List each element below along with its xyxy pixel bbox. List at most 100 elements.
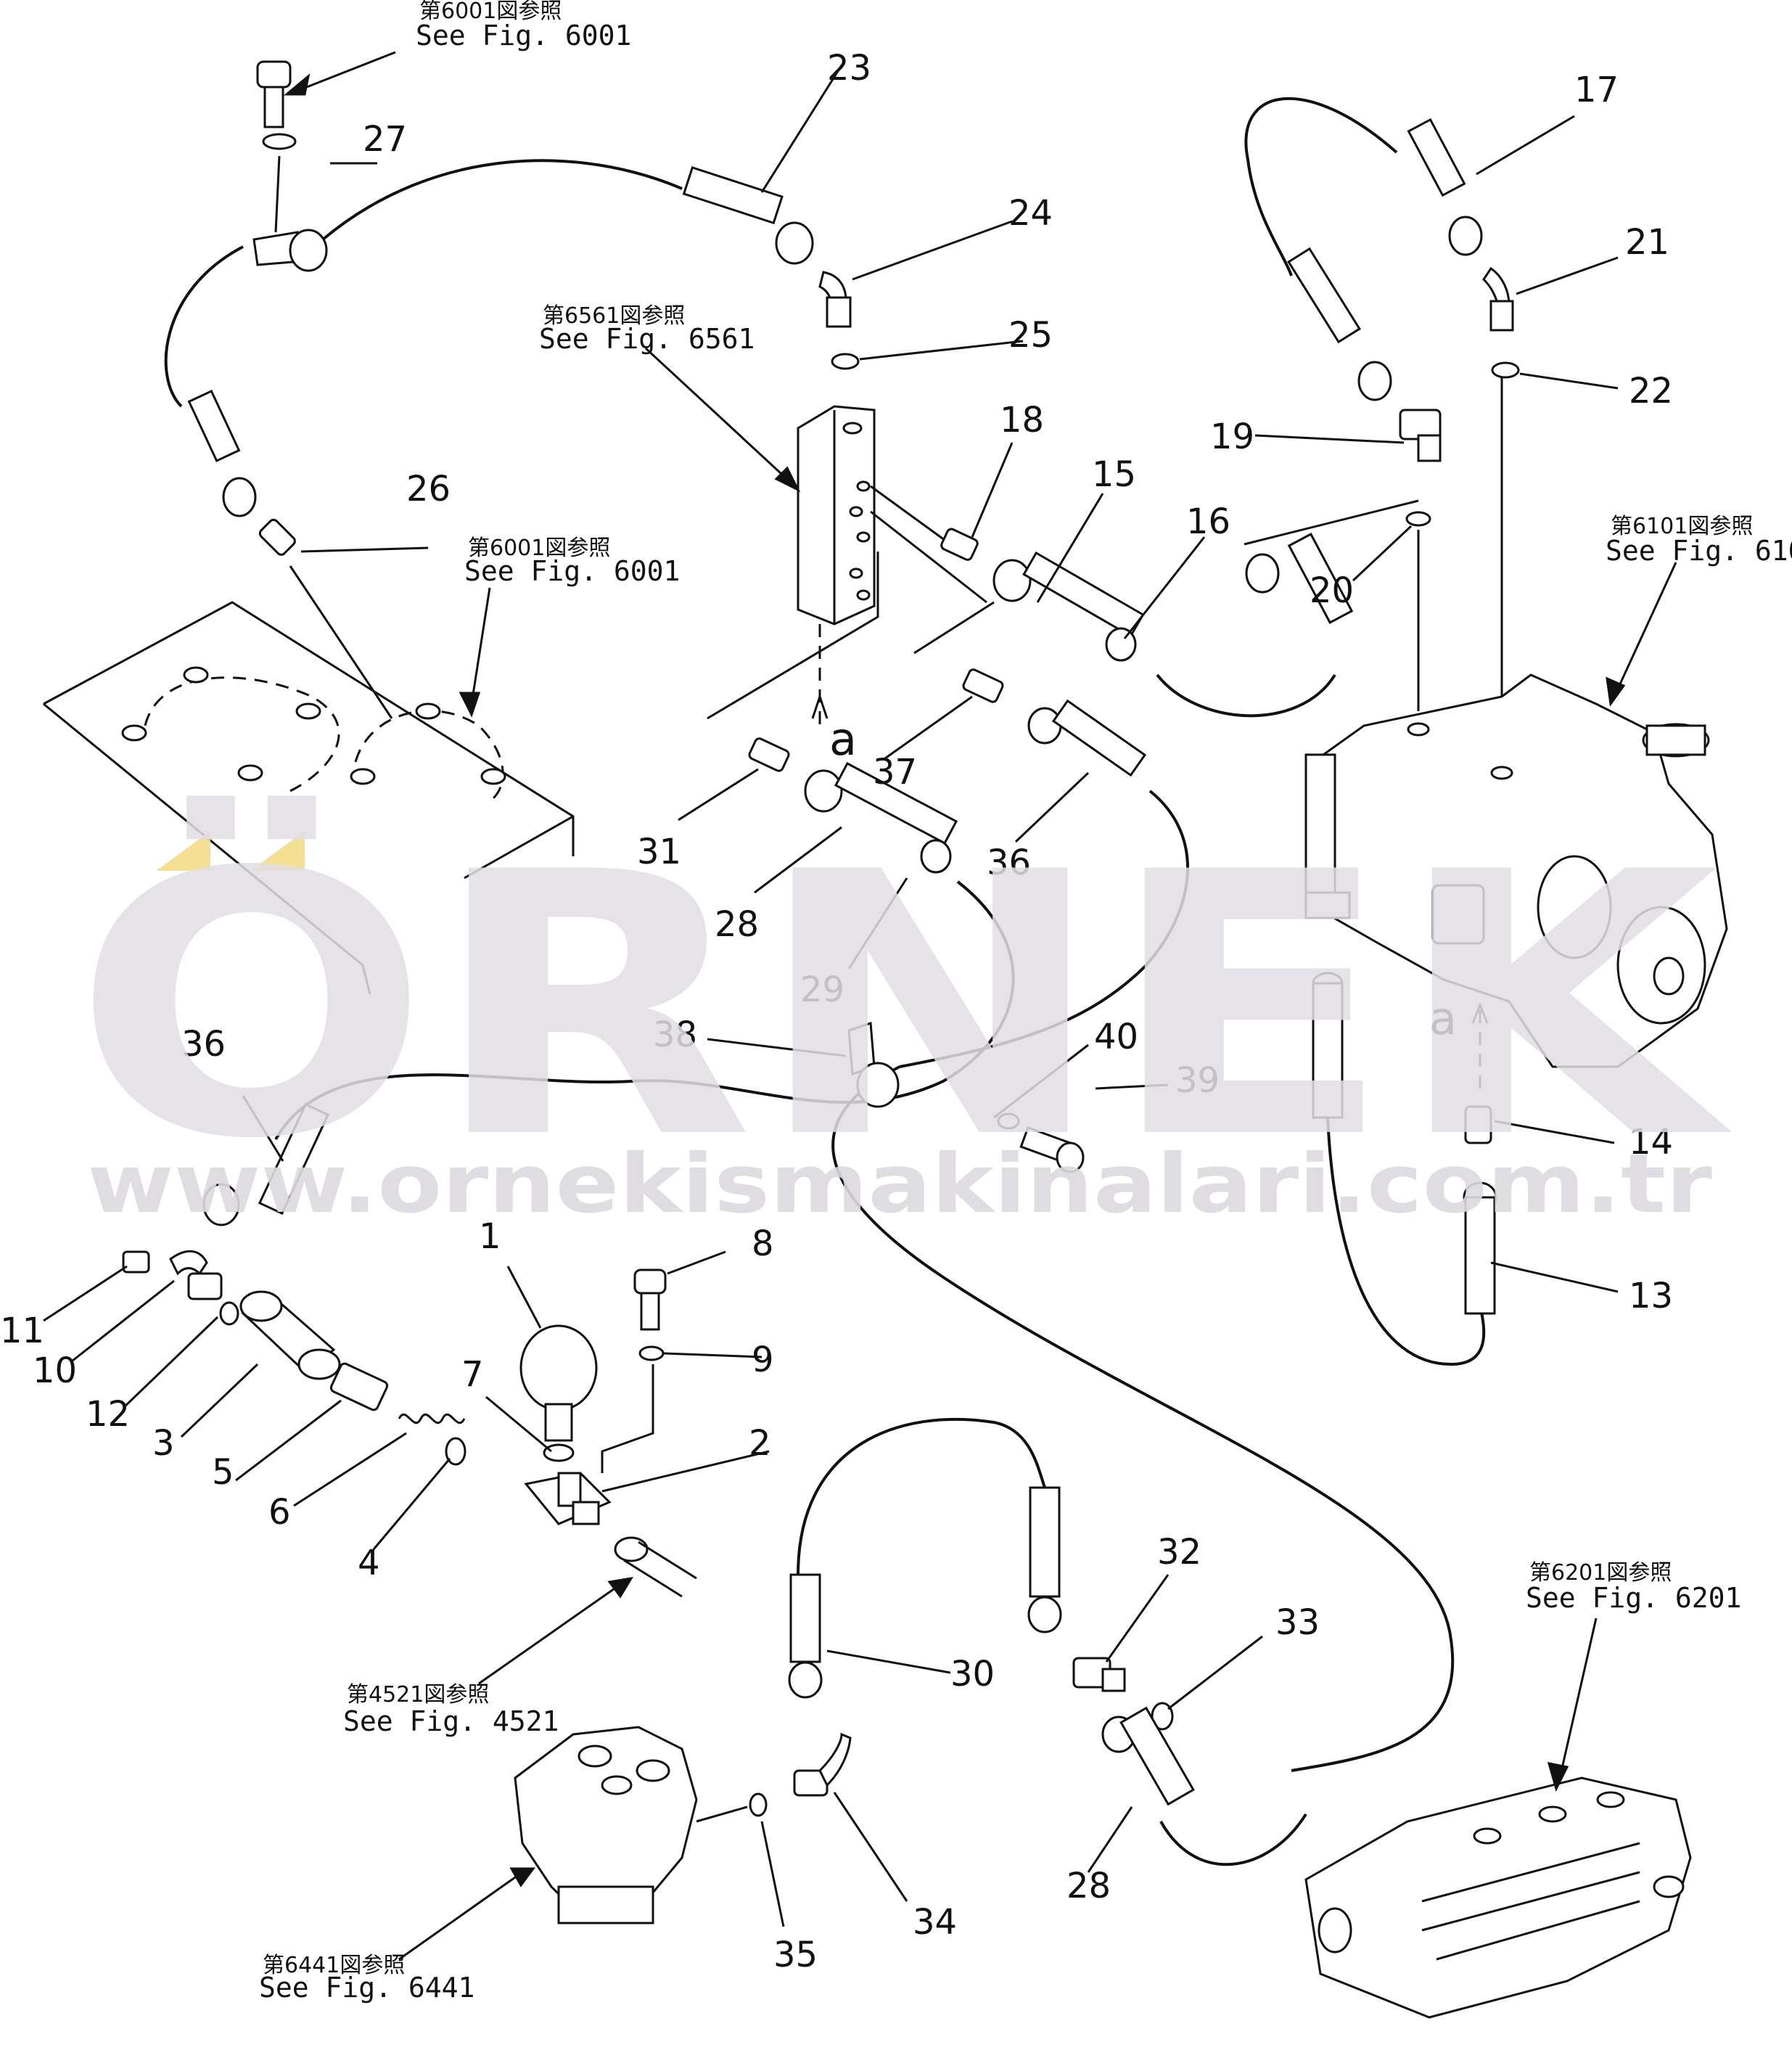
oring-20 [1405,511,1431,527]
ref-6001-top-jp: 第6001図参照 [419,0,562,24]
callout-32: 32 [1157,1532,1201,1573]
control-valve-6201 [1304,1776,1692,2019]
callout-1: 1 [479,1216,501,1257]
oring-7 [543,1443,575,1462]
callout-39: 39 [1175,1060,1220,1101]
callout-14: 14 [1629,1122,1673,1163]
oring-35 [749,1792,768,1817]
callout-20: 20 [1310,570,1354,611]
pipe-4521 [614,1536,697,1598]
hose-30 [788,1573,823,1699]
lead-9 [601,1364,654,1473]
bolt-8 [633,1268,667,1331]
ref-6561-jp: 第6561図参照 [543,303,685,329]
callout-11: 11 [0,1311,44,1351]
hose-17 [1407,118,1483,256]
ref-6001-mid-jp: 第6001図参照 [468,536,610,561]
bracket-left [707,552,879,720]
hose-15 [992,551,1145,662]
fitting-5 [329,1362,389,1411]
watermark-url: www.ornekismakinalari.com.tr [87,1137,1712,1231]
callout-38: 38 [653,1014,697,1055]
callout-9: 9 [752,1340,774,1380]
callout-21: 21 [1625,222,1669,263]
callout-29: 29 [800,969,844,1010]
elbow-24 [818,271,852,328]
oring-4 [445,1437,467,1466]
callout-33: 33 [1275,1602,1320,1643]
clamp-38 [847,1021,900,1108]
callout-22: 22 [1629,371,1673,411]
ref-6101-en: See Fig. 6101 [1606,535,1792,567]
hose-36-lower [202,1102,330,1226]
callout-31: 31 [637,832,681,872]
ref-6201-jp: 第6201図参照 [1529,1560,1672,1586]
callout-3: 3 [152,1423,175,1464]
hose-20-side [1245,533,1354,624]
callouts: 1 2 3 4 5 6 7 8 9 10 11 12 13 14 15 16 1… [0,48,1673,1975]
hose-19-line [1287,247,1392,401]
filter-3 [239,1290,341,1380]
valve-2 [524,1472,612,1525]
callout-30: 30 [950,1654,995,1694]
watermark-brand: ÖRNEK [73,792,1735,1218]
fitting-14 [1464,1105,1492,1144]
callout-40: 40 [1094,1017,1138,1057]
callout-5: 5 [212,1452,234,1493]
callout-17: 17 [1574,70,1619,110]
callout-7: 7 [461,1354,484,1395]
view-marker-a-left: a [829,713,857,766]
bracket-right [913,601,995,655]
callout-12: 12 [86,1394,130,1435]
bolt-6001 [256,60,297,233]
ref-6101-jp: 第6101図参照 [1611,514,1753,539]
callout-8: 8 [752,1223,774,1264]
callout-4: 4 [358,1543,380,1583]
callout-26: 26 [406,469,451,509]
accumulator-1 [519,1324,598,1442]
callout-34: 34 [913,1902,957,1943]
ref-6001-top-en: See Fig. 6001 [416,20,631,52]
block-6561 [797,405,987,726]
callout-36: 36 [987,843,1031,883]
callout-13: 13 [1629,1276,1673,1316]
watermark-dot-left [156,831,210,871]
fitting-37 [962,668,1004,703]
hose-13 [1463,1181,1497,1315]
elbow-21 [1482,266,1514,332]
callout-6: 6 [268,1492,291,1533]
ref-6001-mid-en: See Fig. 6001 [464,555,680,587]
view-marker-a-right: a [1429,992,1457,1045]
hose-23 [682,166,814,265]
callout-24: 24 [1008,193,1053,234]
callout-28: 28 [715,904,759,945]
callout-28-lower: 28 [1066,1866,1111,1906]
clamp-27 [252,229,328,272]
callout-36-lower: 36 [181,1024,226,1065]
hose-28-upper [804,762,958,874]
washer-9 [638,1345,665,1361]
motor-6441 [514,1726,698,1924]
bolt-39 [1019,1126,1085,1173]
washer-40 [997,1112,1020,1130]
elbow-10 [169,1250,223,1300]
lead-motor [696,1805,748,1823]
callout-35: 35 [773,1935,818,1975]
ref-4521-jp: 第4521図参照 [347,1682,489,1708]
hose-routing [164,97,1486,1866]
watermark-dot-right [250,831,305,871]
callout-2: 2 [749,1423,771,1464]
pump-6101 [1304,673,1728,1089]
ref-6201-en: See Fig. 6201 [1526,1582,1741,1614]
ref-6441-jp: 第6441図参照 [263,1953,405,1978]
callout-37: 37 [873,752,917,792]
ref-6561-en: See Fig. 6561 [539,323,755,355]
callout-27: 27 [363,119,407,160]
hose-36-upper [1027,699,1147,777]
base-plate-6001 [43,601,575,995]
tee-19 [1399,409,1442,462]
hose-pump-left [1312,972,1344,1119]
spring-6 [398,1413,466,1424]
oring-12 [219,1301,239,1326]
reference-labels: 第6001図参照 See Fig. 6001 第6561図参照 See Fig.… [259,0,1792,2004]
